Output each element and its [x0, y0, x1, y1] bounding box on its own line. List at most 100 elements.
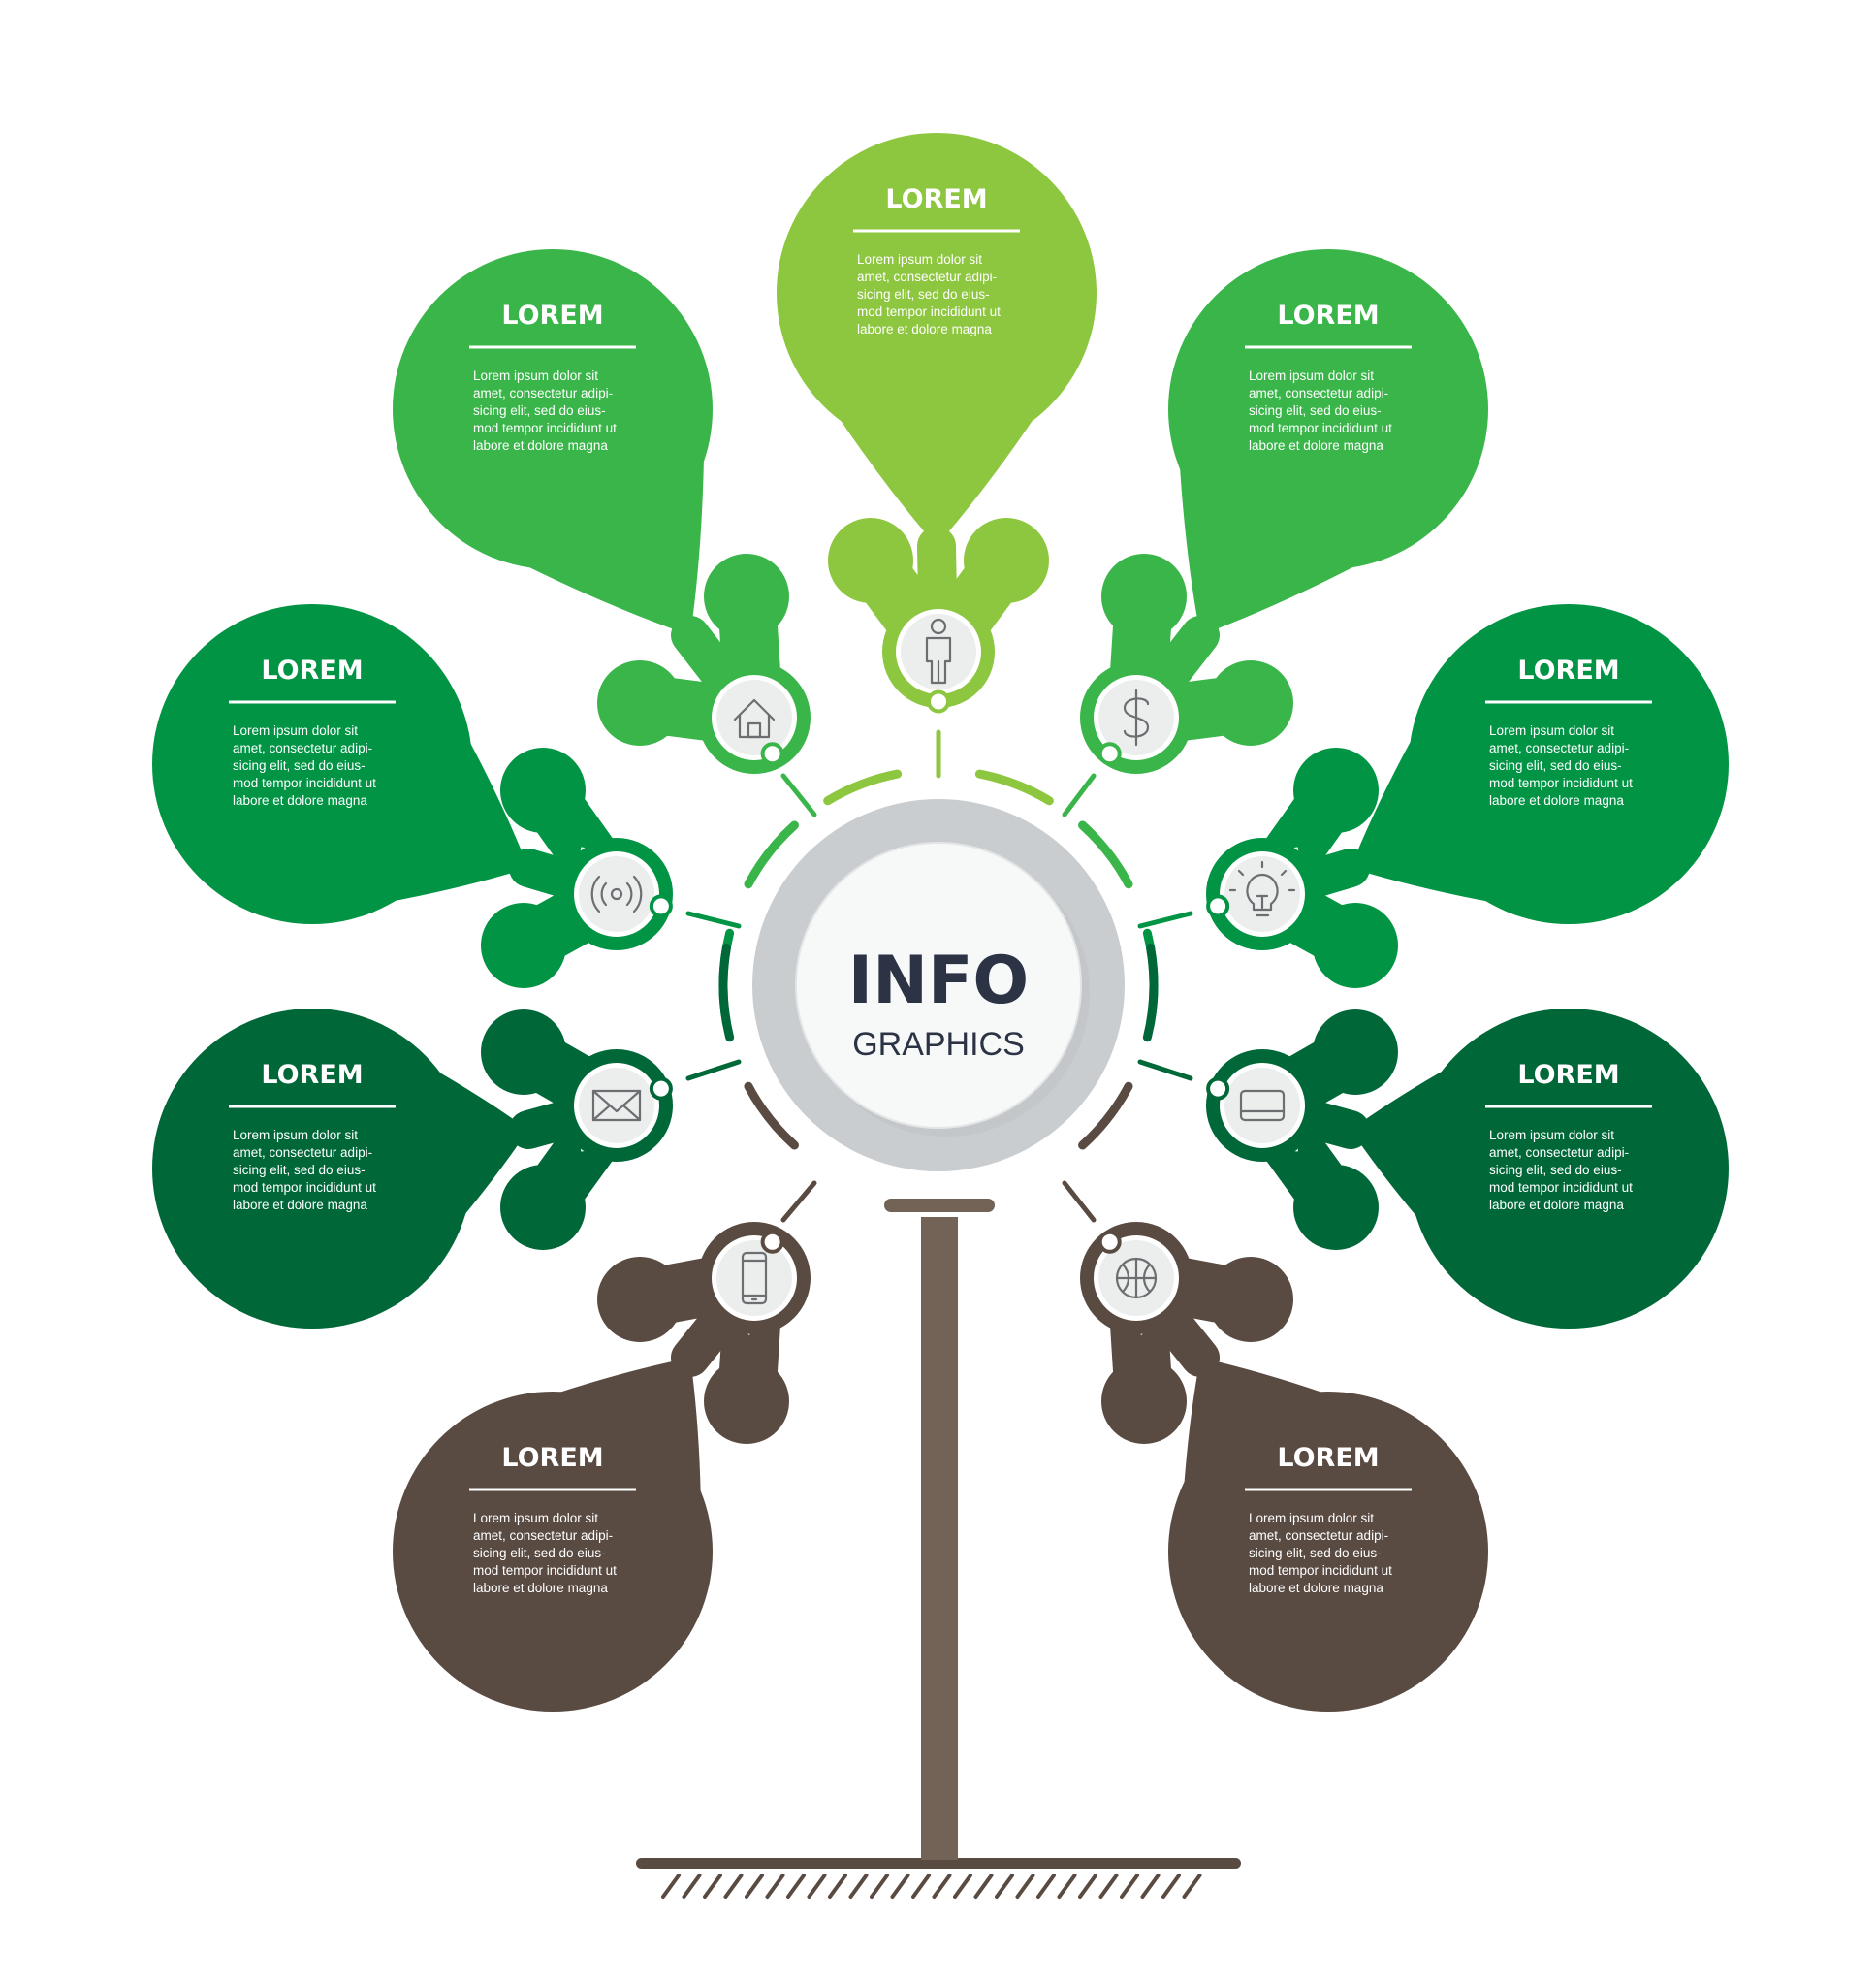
broadcast-icon-stroke [590, 875, 601, 913]
connector-knob [927, 689, 950, 714]
petal-body-line: labore et dolore magna [1249, 1581, 1383, 1595]
ring-segment [718, 943, 735, 1042]
hatch-mark [828, 1874, 847, 1899]
petal-body-line: sicing elit, sed do eius- [857, 287, 990, 302]
petal-body-line: sicing elit, sed do eius- [1489, 758, 1622, 773]
ground-line [636, 1858, 1241, 1869]
center-title: INFO [848, 943, 1029, 1019]
petal-body-line: amet, consectetur adipi- [473, 1528, 613, 1543]
ring-segment [744, 820, 799, 889]
petal-body-line: Lorem ipsum dolor sit [1249, 1511, 1374, 1525]
petal-body-line: amet, consectetur adipi- [857, 270, 997, 284]
petal-body-line: labore et dolore magna [1489, 793, 1624, 808]
hatch-mark [1098, 1874, 1119, 1899]
petal-body-line: Lorem ipsum dolor sit [473, 368, 598, 383]
credit-card-icon-stroke [1239, 1089, 1286, 1122]
petal-body-line: Lorem ipsum dolor sit [1489, 1128, 1614, 1142]
dollar-icon [1123, 689, 1150, 747]
petal-title: LOREM [261, 1060, 363, 1090]
hatch-mark [765, 1874, 785, 1899]
petal-body-line: mod tempor incididunt ut [473, 421, 617, 435]
hatch-mark [1120, 1874, 1139, 1899]
bubble [1409, 1009, 1729, 1329]
hatch-mark [661, 1874, 681, 1899]
petal-body-line: mod tempor incididunt ut [1249, 421, 1392, 435]
hatch-mark [745, 1874, 764, 1899]
petal-body-line: mod tempor incididunt ut [233, 776, 376, 790]
broadcast-icon-stroke [632, 875, 643, 913]
petal-text: LOREM Lorem ipsum dolor sit amet, consecte… [1245, 1443, 1412, 1595]
ground-hatching [661, 1874, 1202, 1899]
bubble [393, 249, 713, 569]
center-subtitle: GRAPHICS [852, 1026, 1025, 1063]
petal-body-line: labore et dolore magna [233, 793, 367, 808]
petal-title: LOREM [501, 301, 603, 331]
petal-body-line: amet, consectetur adipi- [1249, 386, 1388, 400]
petal-body-line: amet, consectetur adipi- [1489, 1145, 1629, 1160]
petal-body-line: mod tempor incididunt ut [473, 1563, 617, 1578]
petal-body-line: labore et dolore magna [473, 438, 608, 453]
trunk-cap [884, 1199, 995, 1212]
hatch-mark [723, 1874, 744, 1899]
petal-body-line: mod tempor incididunt ut [1489, 1180, 1633, 1195]
icon-node-disc [901, 614, 976, 689]
lightbulb-icon-stroke [1256, 894, 1269, 910]
petal-body-line: Lorem ipsum dolor sit [1249, 368, 1374, 383]
petal-body-line: amet, consectetur adipi- [233, 1145, 372, 1160]
lightbulb-icon-stroke [1246, 873, 1279, 912]
connector-knob [1206, 894, 1230, 918]
ring-segment [744, 1081, 799, 1150]
petal-body-line: amet, consectetur adipi- [473, 386, 613, 400]
petal-body-line: labore et dolore magna [473, 1581, 608, 1595]
person-icon-stroke [930, 618, 947, 635]
hatch-mark [786, 1874, 806, 1899]
hatch-mark [682, 1874, 702, 1899]
hatch-mark [1015, 1874, 1035, 1899]
broadcast-icon-stroke [600, 881, 608, 907]
icon-node-disc [716, 680, 792, 755]
petal-title: LOREM [1517, 656, 1619, 686]
hatch-mark [932, 1874, 952, 1899]
ring-segment [1078, 1081, 1133, 1150]
basketball-icon [1115, 1257, 1158, 1299]
broadcast-icon-stroke [610, 887, 623, 901]
connector-knob [649, 894, 673, 918]
petal-title: LOREM [885, 184, 987, 214]
hatch-mark [1036, 1874, 1056, 1899]
petal-title: LOREM [1277, 1443, 1379, 1473]
hatch-mark [703, 1874, 722, 1899]
dollar-icon-stroke [1123, 697, 1150, 738]
hatch-mark [848, 1874, 869, 1899]
bubble [152, 604, 472, 924]
envelope-icon-stroke [591, 1104, 642, 1122]
smartphone-icon-stroke [741, 1259, 768, 1297]
hatch-mark [953, 1874, 972, 1899]
center-disc [795, 842, 1082, 1129]
hatch-mark [1182, 1874, 1202, 1899]
connector-knob [649, 1076, 673, 1101]
trunk [921, 1217, 958, 1860]
petal-connector [780, 1180, 817, 1223]
basketball-icon-stroke [1142, 1263, 1152, 1294]
petal-body-line: Lorem ipsum dolor sit [233, 723, 358, 738]
petal-body-line: mod tempor incididunt ut [233, 1180, 376, 1195]
ground [636, 1858, 1241, 1899]
petal-body-line: amet, consectetur adipi- [1249, 1528, 1388, 1543]
bubble [152, 1009, 472, 1329]
petal-body-line: sicing elit, sed do eius- [473, 1546, 606, 1560]
hatch-mark [807, 1874, 827, 1899]
connector-knob [760, 742, 784, 766]
basketball-icon-stroke [1115, 1257, 1158, 1299]
hatch-mark [890, 1874, 910, 1899]
hatch-mark [1140, 1874, 1161, 1899]
